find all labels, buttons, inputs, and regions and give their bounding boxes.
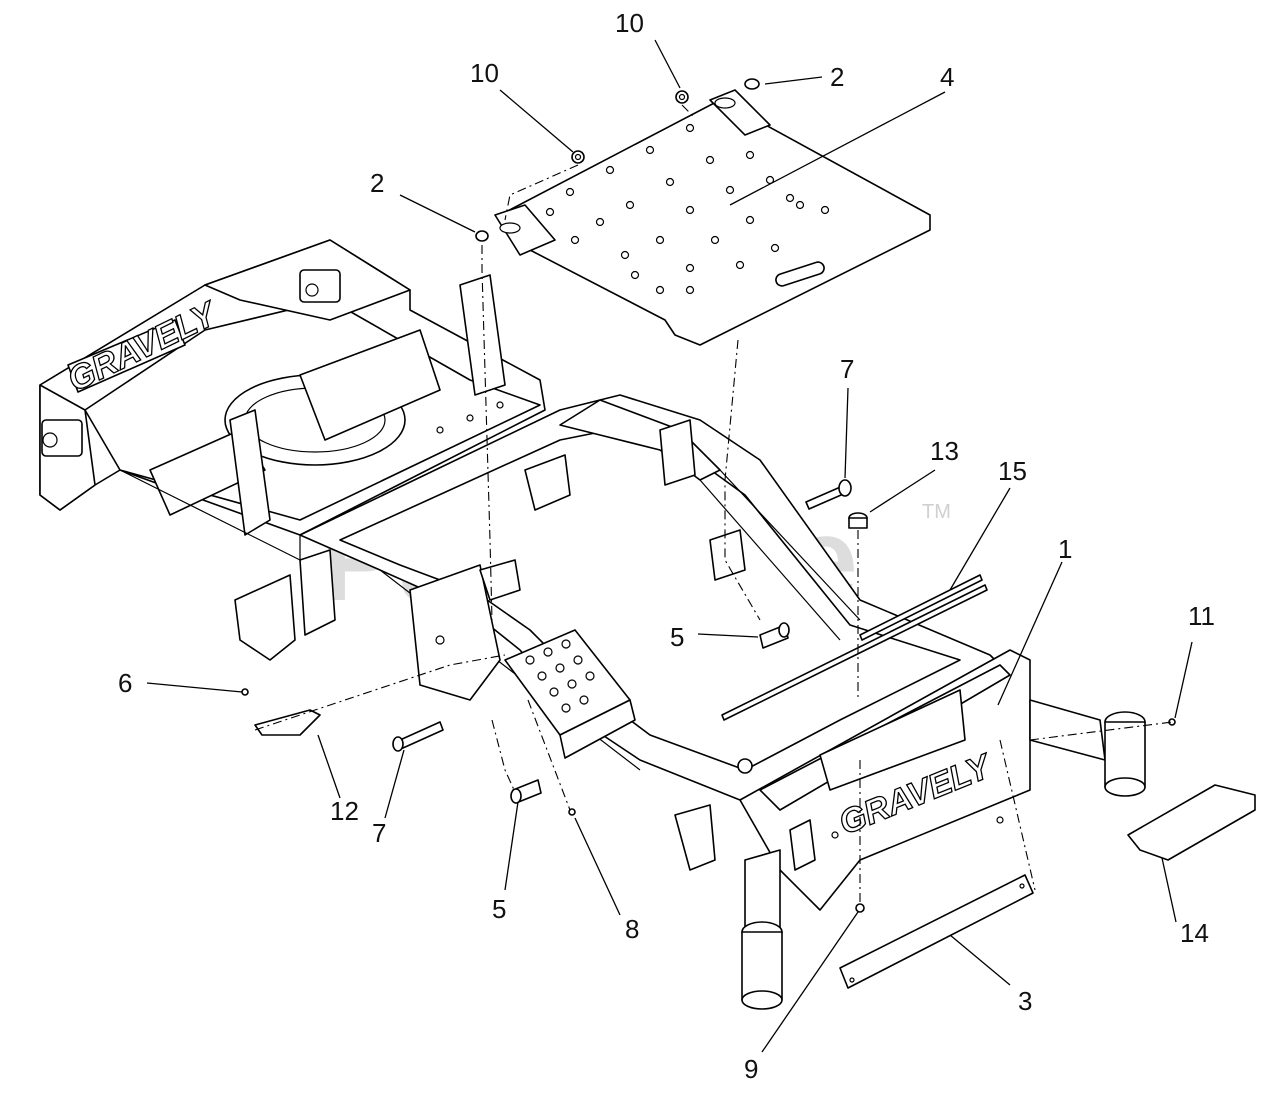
callouts: 1 2 2 3 4 5 5 6 7 7 8 9 10 10 11 12 13 1… bbox=[118, 8, 1215, 1084]
callout-6: 6 bbox=[118, 668, 132, 698]
hardware bbox=[241, 78, 1176, 913]
callout-7-lower: 7 bbox=[372, 818, 386, 848]
decals bbox=[721, 574, 1256, 989]
assembly-lines bbox=[254, 104, 1173, 905]
callout-11: 11 bbox=[1188, 601, 1215, 631]
callout-12: 12 bbox=[330, 796, 359, 826]
callout-14: 14 bbox=[1180, 918, 1209, 948]
callout-5-upper: 5 bbox=[670, 622, 684, 652]
callout-4: 4 bbox=[940, 62, 954, 92]
foot-plate bbox=[504, 629, 636, 759]
callout-1: 1 bbox=[1058, 534, 1072, 564]
leader-lines bbox=[146, 39, 1193, 1053]
front-cross-member: GRAVELY bbox=[739, 649, 1031, 911]
frame-brackets bbox=[234, 419, 746, 871]
callout-13: 13 bbox=[930, 436, 959, 466]
callout-9: 9 bbox=[744, 1054, 758, 1084]
callout-15: 15 bbox=[998, 456, 1027, 486]
seat-plate-holes bbox=[545, 123, 830, 295]
callout-3: 3 bbox=[1018, 986, 1032, 1016]
front-caster-tubes bbox=[741, 699, 1146, 1010]
watermark-trademark: TM bbox=[922, 501, 951, 523]
callout-10-left: 10 bbox=[470, 58, 499, 88]
callout-7-upper: 7 bbox=[840, 354, 854, 384]
callout-2-top: 2 bbox=[830, 62, 844, 92]
seat-plate bbox=[494, 89, 931, 346]
callout-5-lower: 5 bbox=[492, 894, 506, 924]
callout-10-top: 10 bbox=[615, 8, 644, 38]
callout-8: 8 bbox=[625, 914, 639, 944]
callout-2-left: 2 bbox=[370, 168, 384, 198]
